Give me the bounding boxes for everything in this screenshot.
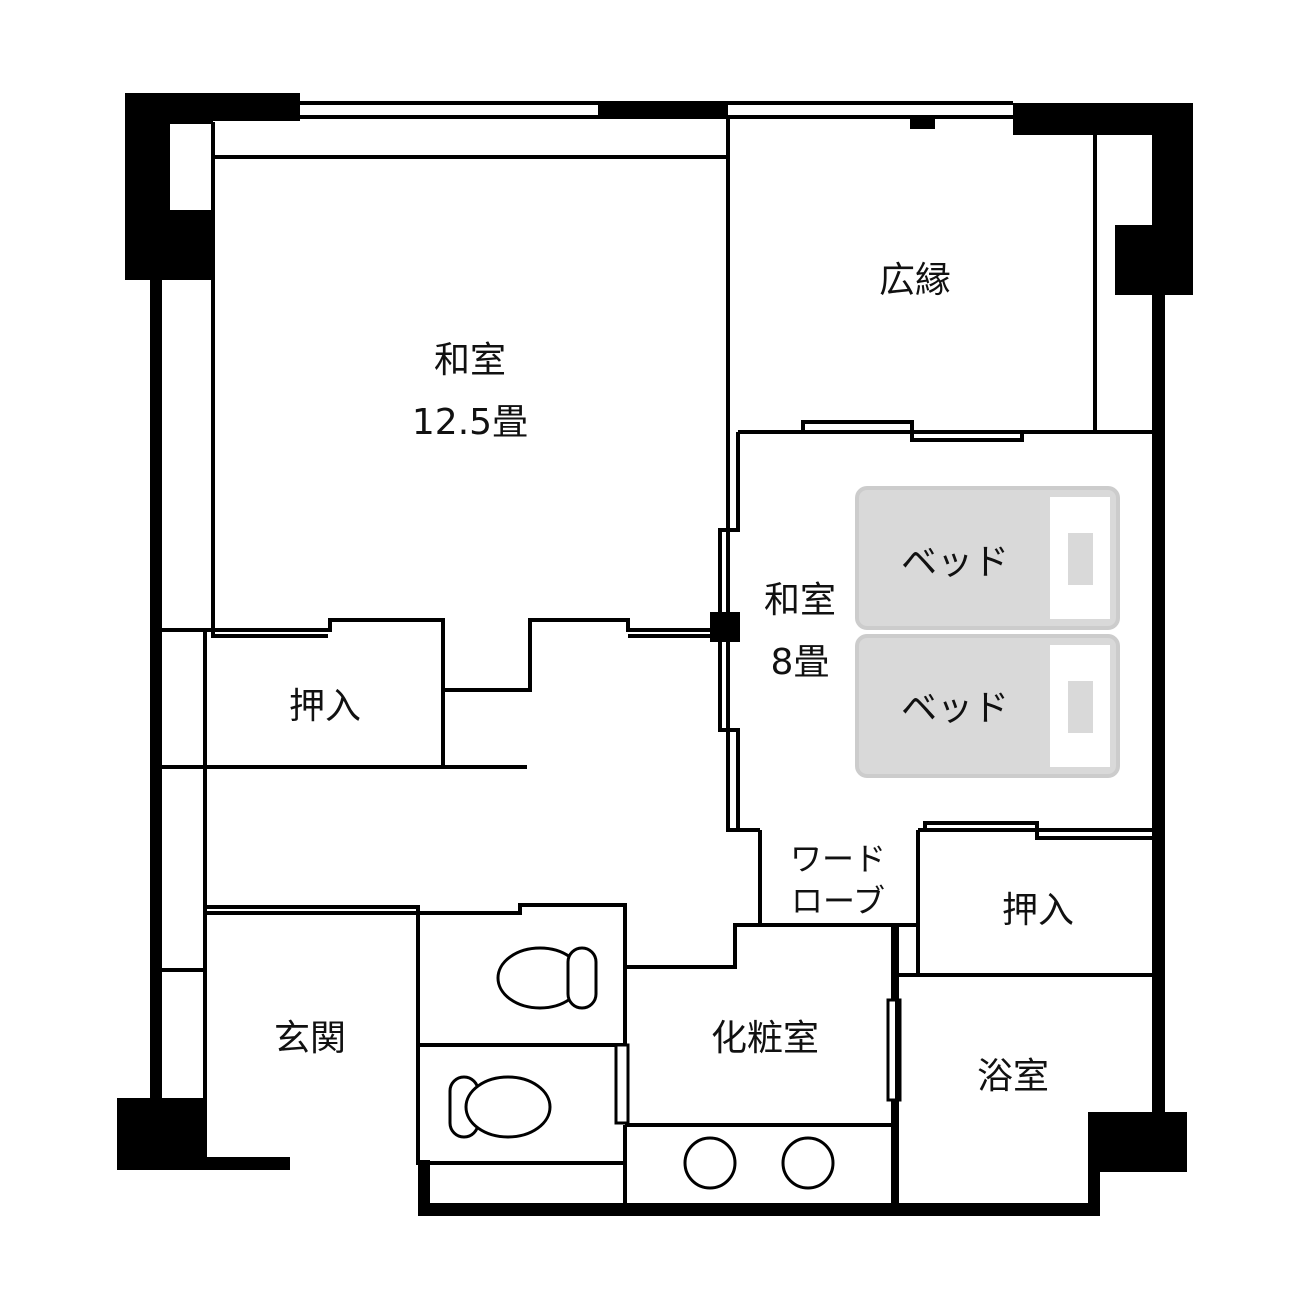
room-label-entrance: 玄関	[274, 1018, 346, 1059]
room-label-engawa: 広縁	[879, 260, 951, 301]
room-label-closet-left: 押入	[289, 686, 361, 727]
exterior-walls	[117, 93, 1193, 1216]
bed-label-2: ベッド	[901, 688, 1009, 729]
bed-label-1: ベッド	[901, 542, 1009, 583]
room-size-washitsu-small: 8畳	[771, 642, 830, 683]
toilet-1	[496, 946, 598, 1010]
room-label-closet-right: 押入	[1002, 890, 1074, 931]
pillar	[710, 612, 740, 642]
sink-2	[781, 1136, 835, 1190]
room-label-powder-room: 化粧室	[711, 1018, 819, 1059]
room-label-washitsu-large: 和室	[434, 340, 506, 381]
room-size-washitsu-large: 12.5畳	[412, 402, 528, 443]
toilet-2	[448, 1075, 552, 1139]
room-label-washitsu-small: 和室	[764, 580, 836, 621]
windows	[170, 101, 1013, 124]
bed-2	[855, 634, 1120, 778]
room-label-wardrobe-2: ローブ	[791, 882, 885, 920]
sink-1	[683, 1136, 737, 1190]
bed-1	[855, 486, 1120, 630]
interior-walls	[162, 115, 1152, 1205]
room-label-bathroom: 浴室	[977, 1056, 1049, 1097]
room-label-wardrobe-1: ワード	[790, 840, 886, 878]
